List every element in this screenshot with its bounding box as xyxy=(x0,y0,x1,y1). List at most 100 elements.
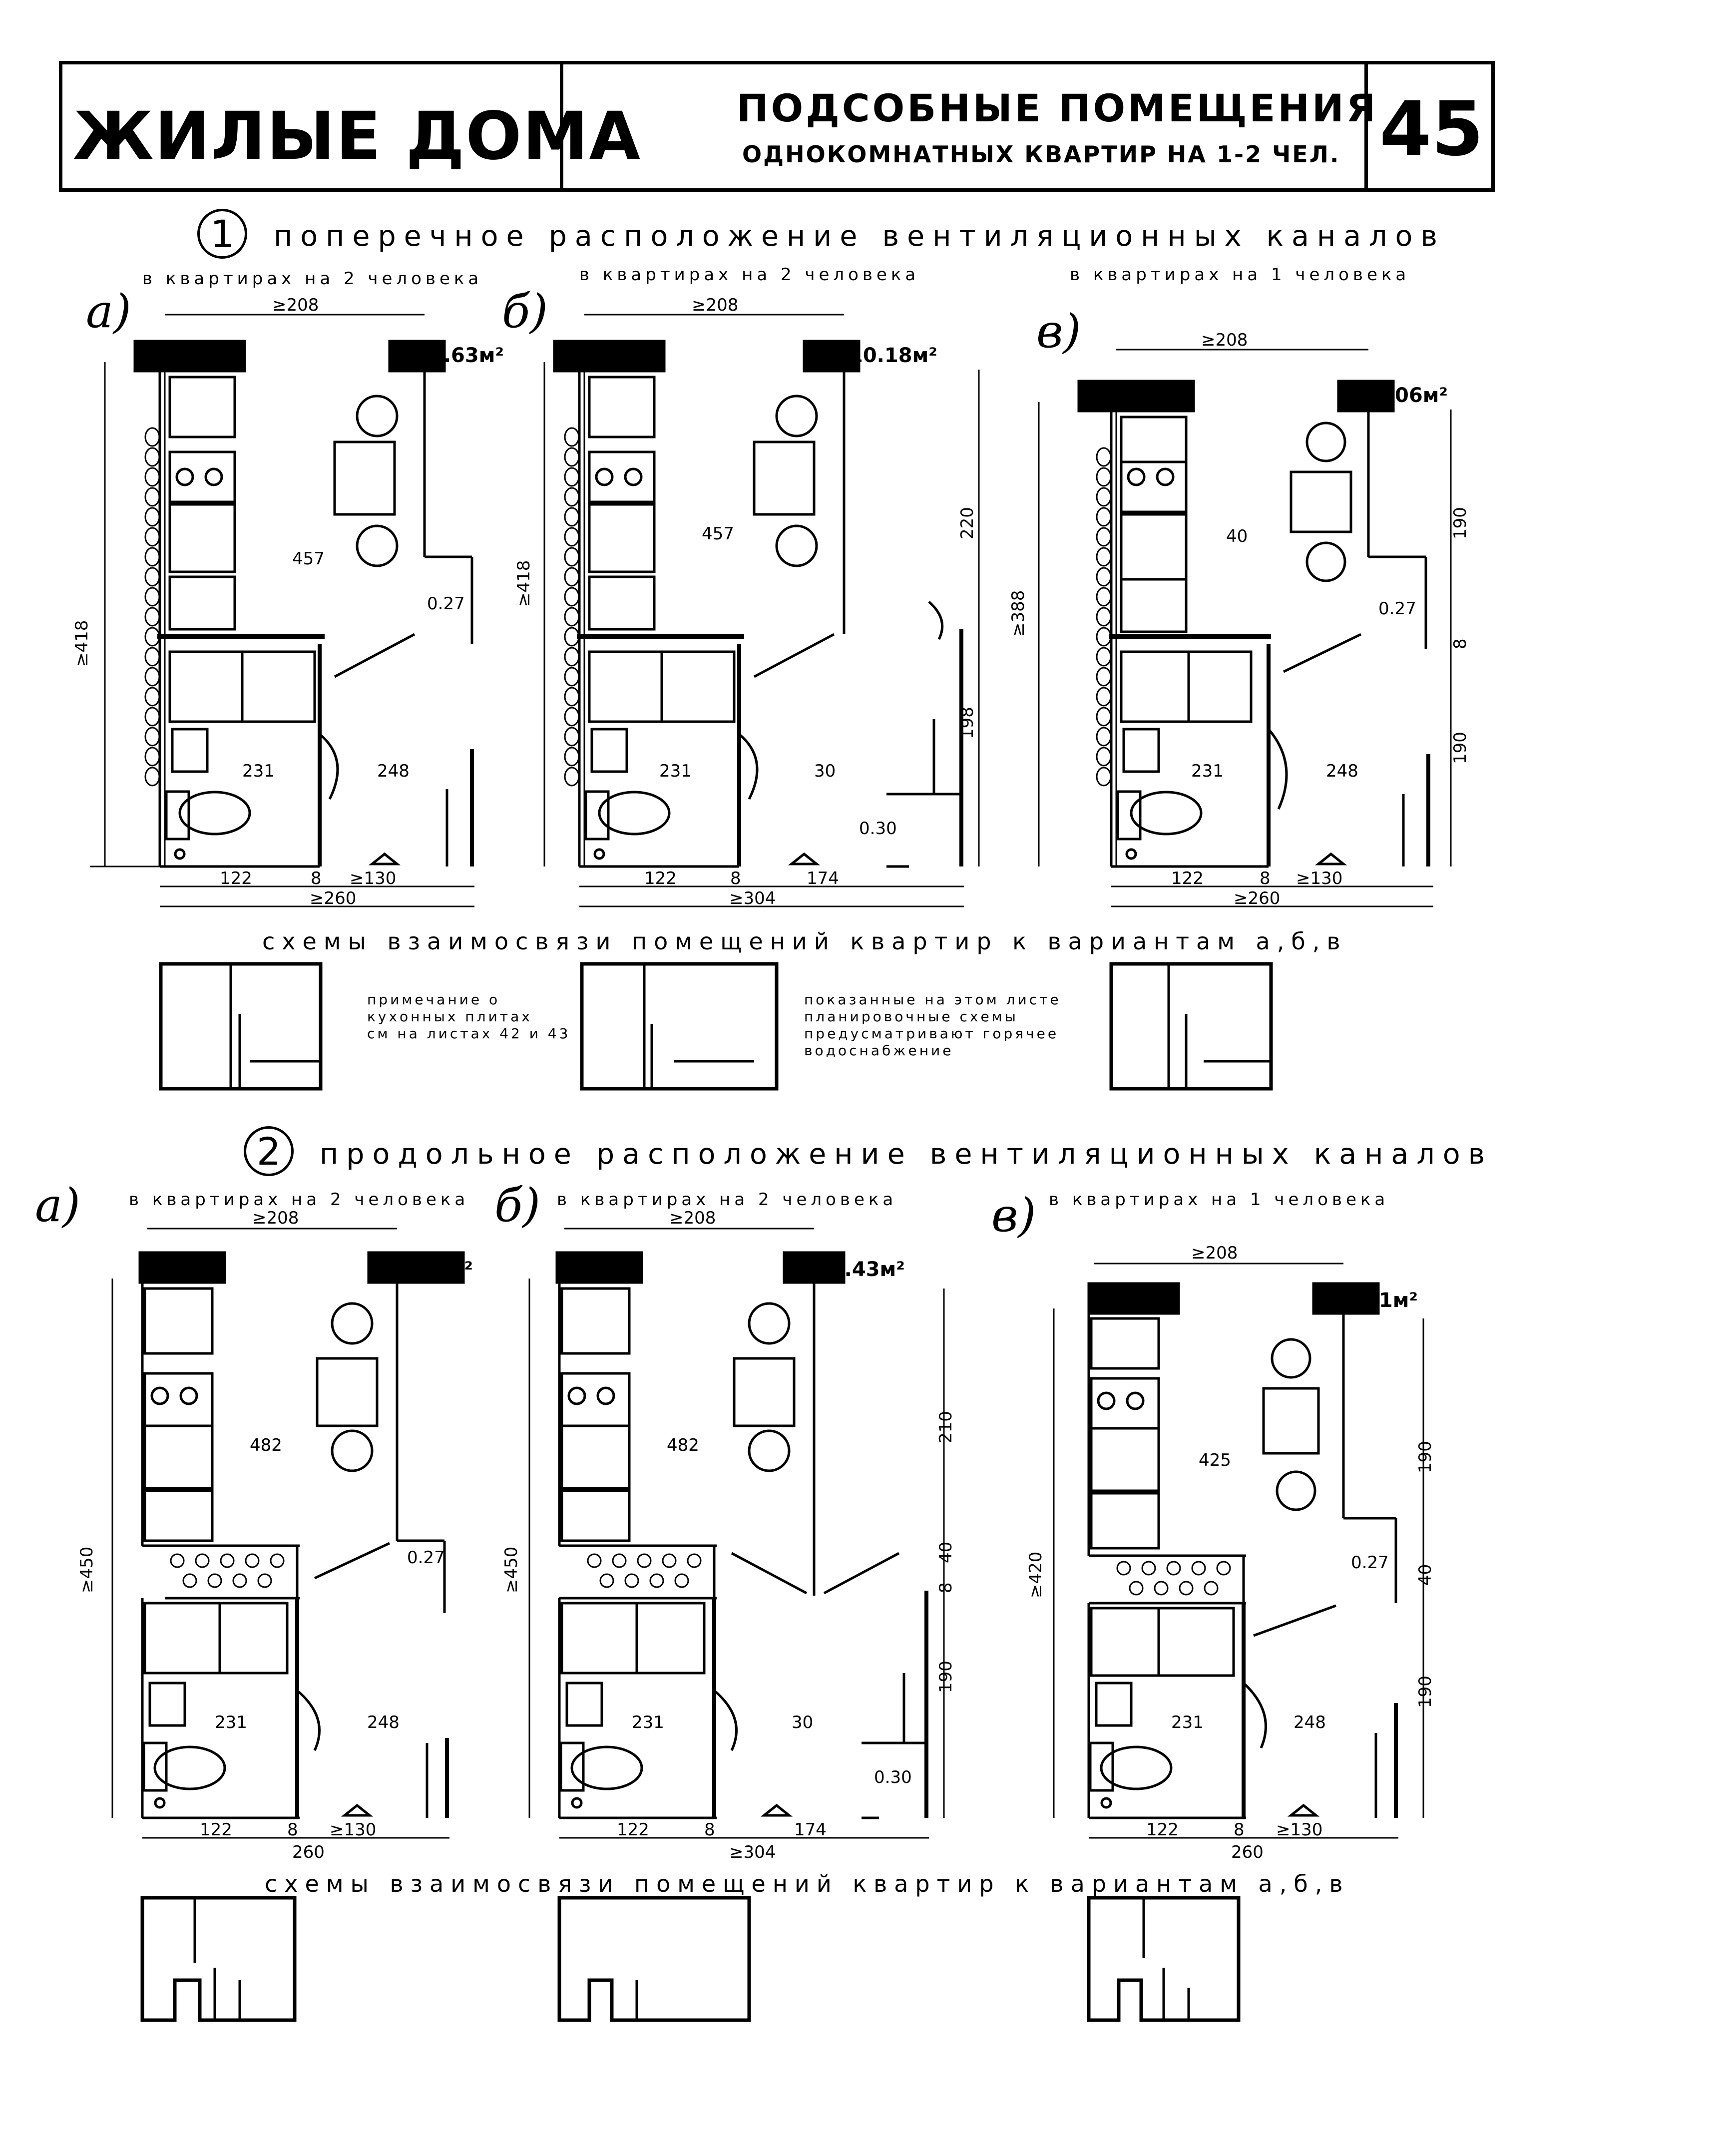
plan-2a-bottom-dim3: ≥130 xyxy=(330,1820,376,1840)
section2-title: продольное расположение вентиляционных к… xyxy=(320,1138,1493,1171)
plan-1b-kitchen: 457 xyxy=(702,524,734,544)
plan-1b-closet: 0.30 xyxy=(859,819,897,839)
plan-1c-area: 9.06м² xyxy=(1373,384,1448,407)
section2-plan-texts: 9.88м² ≥208 482 0.27 231 248 122 8 ≥130 … xyxy=(77,1208,1435,1862)
plan-1c-kitchen: 40 xyxy=(1226,526,1248,546)
section1-variant-a: а) xyxy=(86,285,131,338)
plan-2c-bottom-dim2: 8 xyxy=(1234,1820,1245,1840)
plan-1b-bottom-dim3: 174 xyxy=(807,868,839,888)
plan-1b-top-dim: ≥208 xyxy=(692,295,738,315)
plan-1a-area: 9.63м² xyxy=(430,344,504,367)
plan-2c-right-dim2: 40 xyxy=(1415,1564,1435,1586)
plan-2b-area: 10.43м² xyxy=(817,1258,905,1281)
section1-note-stoves: примечание о кухонных плитах см на листа… xyxy=(367,991,571,1042)
plan-1b-hall: 30 xyxy=(814,761,836,781)
plan-2c-pantry: 0.27 xyxy=(1351,1553,1389,1573)
plan-1b-bottom-dim2: 8 xyxy=(730,868,741,888)
plan-2a-kitchen: 482 xyxy=(250,1435,282,1455)
plan-2b-bottom-total: ≥304 xyxy=(729,1842,776,1862)
plan-2b-bottom-dim3: 174 xyxy=(794,1820,827,1840)
plan-2c-top-dim: ≥208 xyxy=(1191,1243,1238,1263)
plan-2b-bath: 231 xyxy=(632,1713,664,1732)
plan-2c-bottom-total: 260 xyxy=(1231,1842,1264,1862)
plan-2b-right-dim1: 210 xyxy=(936,1411,956,1443)
plan-2a-bath: 231 xyxy=(215,1713,247,1732)
plan-1c xyxy=(1038,349,1452,907)
plan-2c xyxy=(1053,1263,1424,1839)
sheet-title: ПОДСОБНЫЕ ПОМЕЩЕНИЯ xyxy=(737,86,1378,130)
plan-1b-right-dim1: 220 xyxy=(957,507,977,539)
plan-1a-hall: 248 xyxy=(377,761,410,781)
plan-1a xyxy=(90,314,474,907)
section2-variant-a: а) xyxy=(35,1179,80,1232)
section2-subtitle-b: в квартирах на 2 человека xyxy=(557,1190,897,1210)
page-number: 45 xyxy=(1379,86,1484,173)
plan-1c-bath: 231 xyxy=(1191,761,1224,781)
plan-2c-right-dim3: 190 xyxy=(1415,1676,1435,1708)
section1-subtitle-b: в квартирах на 2 человека xyxy=(579,265,920,285)
plan-1b-right-dim2: 198 xyxy=(957,707,977,739)
plan-2b-hall: 30 xyxy=(792,1713,813,1732)
plan-2a-pantry: 0.27 xyxy=(407,1548,445,1568)
plan-2b-left-total: ≥450 xyxy=(501,1547,521,1593)
plan-1a-bottom-dim2: 8 xyxy=(311,868,322,888)
section2-schemes-caption: схемы взаимосвязи помещений квартир к ва… xyxy=(265,1870,1350,1897)
plan-2c-hall: 248 xyxy=(1294,1713,1326,1732)
plan-2c-area: 9.31м² xyxy=(1343,1289,1418,1312)
section1-schemes-caption: схемы взаимосвязи помещений квартир к ва… xyxy=(262,928,1347,955)
section1-schemes xyxy=(159,962,1273,1091)
header-title-box xyxy=(59,61,563,192)
plan-1a-bottom-dim3: ≥130 xyxy=(350,868,396,888)
section2-number: 2 xyxy=(244,1126,294,1176)
plan-1b-bottom-total: ≥304 xyxy=(729,888,776,908)
plan-1a-kitchen: 457 xyxy=(292,549,325,569)
plan-1c-left-total: ≥388 xyxy=(1008,590,1028,637)
plan-2a-left-total: ≥450 xyxy=(77,1547,97,1593)
plan-2a-bottom-total: 260 xyxy=(292,1842,325,1862)
plan-2a-area: 9.88м² xyxy=(399,1258,473,1281)
plan-2b-right-dim2: 40 xyxy=(936,1542,956,1563)
plan-2b xyxy=(528,1228,945,1839)
page-title: ЖИЛЫЕ ДОМА xyxy=(73,98,641,175)
section2-variant-c: в) xyxy=(991,1189,1036,1242)
plan-2b-bottom-dim1: 122 xyxy=(617,1820,649,1840)
plan-1c-right-dim1: 190 xyxy=(1450,507,1470,539)
plan-1c-right-dim2: 8 xyxy=(1450,638,1470,649)
section1-plan-texts: 9.63м² ≥208 457 0.27 231 248 122 8 ≥130 … xyxy=(72,295,1470,908)
plan-1a-top-dim: ≥208 xyxy=(272,295,319,315)
plan-2c-right-dim1: 190 xyxy=(1415,1441,1435,1473)
plan-1a-bottom-dim1: 122 xyxy=(220,868,252,888)
plan-1c-bottom-total: ≥260 xyxy=(1234,888,1280,908)
plan-2a-top-dim: ≥208 xyxy=(252,1208,299,1228)
section2-variant-b: б) xyxy=(494,1179,541,1232)
plan-2a-hall: 248 xyxy=(367,1713,400,1732)
section1-number: 1 xyxy=(197,209,247,259)
plan-2b-closet: 0.30 xyxy=(874,1767,912,1787)
plan-1c-bottom-dim3: ≥130 xyxy=(1296,868,1342,888)
plan-1b-left-total: ≥418 xyxy=(514,560,534,607)
plan-1b-area: 10.18м² xyxy=(849,344,937,367)
plan-1c-top-dim: ≥208 xyxy=(1201,330,1248,350)
section2-subtitle-a: в квартирах на 2 человека xyxy=(129,1190,469,1210)
sheet-subtitle: ОДНОКОМНАТНЫХ КВАРТИР НА 1-2 ЧЕЛ. xyxy=(742,141,1340,168)
plan-1c-pantry: 0.27 xyxy=(1378,599,1416,619)
plan-2b-top-dim: ≥208 xyxy=(669,1208,716,1228)
plan-2a xyxy=(111,1228,465,1839)
section1-note-hot-water: показанные на этом листе планировочные с… xyxy=(804,991,1061,1059)
plan-2c-bath: 231 xyxy=(1171,1713,1204,1732)
plan-1b-bath: 231 xyxy=(659,761,692,781)
plan-2b-right-dim4: 190 xyxy=(936,1661,956,1693)
plan-1c-hall: 248 xyxy=(1326,761,1358,781)
plan-2a-bottom-dim2: 8 xyxy=(287,1820,298,1840)
section1-title: поперечное расположение вентиляционных к… xyxy=(274,220,1445,253)
plan-2c-bottom-dim1: 122 xyxy=(1146,1820,1179,1840)
plan-1a-pantry: 0.27 xyxy=(427,594,465,614)
plan-2a-bottom-dim1: 122 xyxy=(200,1820,232,1840)
section1-subtitle-a: в квартирах на 2 человека xyxy=(142,269,483,289)
section2-subtitle-c: в квартирах на 1 человека xyxy=(1049,1190,1389,1210)
plan-2b-right-dim3: 8 xyxy=(936,1582,956,1593)
plan-2c-bottom-dim3: ≥130 xyxy=(1276,1820,1322,1840)
section1-variant-c: в) xyxy=(1036,305,1081,358)
